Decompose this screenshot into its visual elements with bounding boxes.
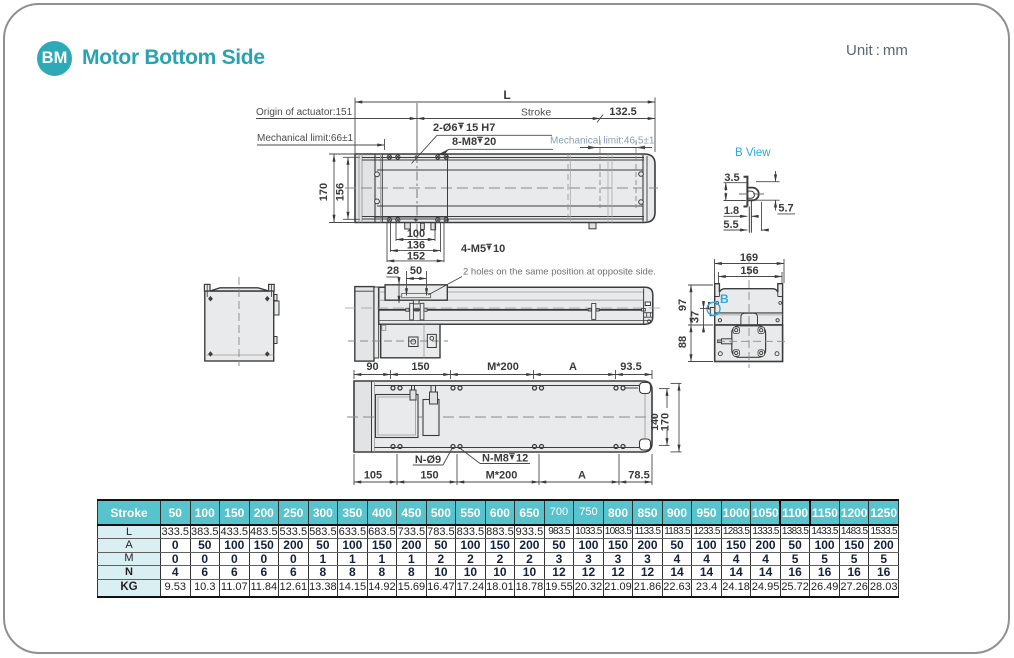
svg-text:156: 156: [335, 183, 347, 201]
svg-text:A: A: [578, 470, 586, 482]
svg-text:170: 170: [660, 413, 672, 431]
svg-text:93.5: 93.5: [620, 361, 641, 373]
svg-text:2-Ø6: 2-Ø6: [433, 122, 457, 134]
svg-text:20: 20: [484, 136, 496, 148]
svg-text:169: 169: [740, 252, 758, 264]
svg-text:156: 156: [740, 265, 758, 277]
svg-text:Origin of actuator:151: Origin of actuator:151: [256, 107, 353, 118]
svg-text:N-M8: N-M8: [482, 453, 509, 465]
svg-text:M*200: M*200: [486, 470, 518, 482]
svg-text:100: 100: [407, 228, 425, 240]
svg-text:28: 28: [387, 265, 399, 277]
svg-text:1.8: 1.8: [724, 205, 739, 217]
svg-text:150: 150: [411, 361, 429, 373]
svg-text:50: 50: [410, 265, 422, 277]
svg-text:78.5: 78.5: [628, 470, 649, 482]
svg-text:97: 97: [677, 299, 689, 311]
svg-text:Stroke: Stroke: [521, 107, 552, 119]
svg-text:L: L: [503, 88, 510, 102]
svg-text:3.5: 3.5: [724, 172, 739, 184]
svg-text:90: 90: [366, 361, 378, 373]
svg-text:105: 105: [364, 470, 382, 482]
svg-text:4-M5: 4-M5: [461, 243, 486, 255]
svg-text:136: 136: [407, 240, 425, 252]
svg-text:A: A: [569, 361, 577, 373]
svg-text:5.5: 5.5: [723, 219, 738, 231]
svg-text:12: 12: [516, 453, 528, 465]
svg-text:B: B: [720, 292, 729, 306]
svg-text:Mechanical limit:46.5±1: Mechanical limit:46.5±1: [550, 136, 655, 147]
svg-text:2 holes on the same position a: 2 holes on the same position at opposite…: [463, 267, 656, 278]
svg-text:10: 10: [493, 243, 505, 255]
svg-text:N-Ø9: N-Ø9: [415, 454, 441, 466]
svg-text:170: 170: [318, 183, 330, 201]
svg-text:Mechanical limit:66±1: Mechanical limit:66±1: [257, 133, 354, 144]
svg-text:88: 88: [677, 336, 689, 348]
svg-text:B View: B View: [735, 147, 771, 159]
svg-text:132.5: 132.5: [609, 106, 637, 118]
svg-text:37: 37: [690, 311, 702, 323]
svg-text:5.7: 5.7: [778, 203, 793, 215]
svg-text:150: 150: [420, 470, 438, 482]
svg-text:140: 140: [649, 413, 661, 431]
svg-text:15 H7: 15 H7: [466, 122, 495, 134]
svg-text:M*200: M*200: [487, 361, 519, 373]
svg-text:152: 152: [407, 251, 425, 263]
svg-text:8-M8: 8-M8: [452, 136, 477, 148]
